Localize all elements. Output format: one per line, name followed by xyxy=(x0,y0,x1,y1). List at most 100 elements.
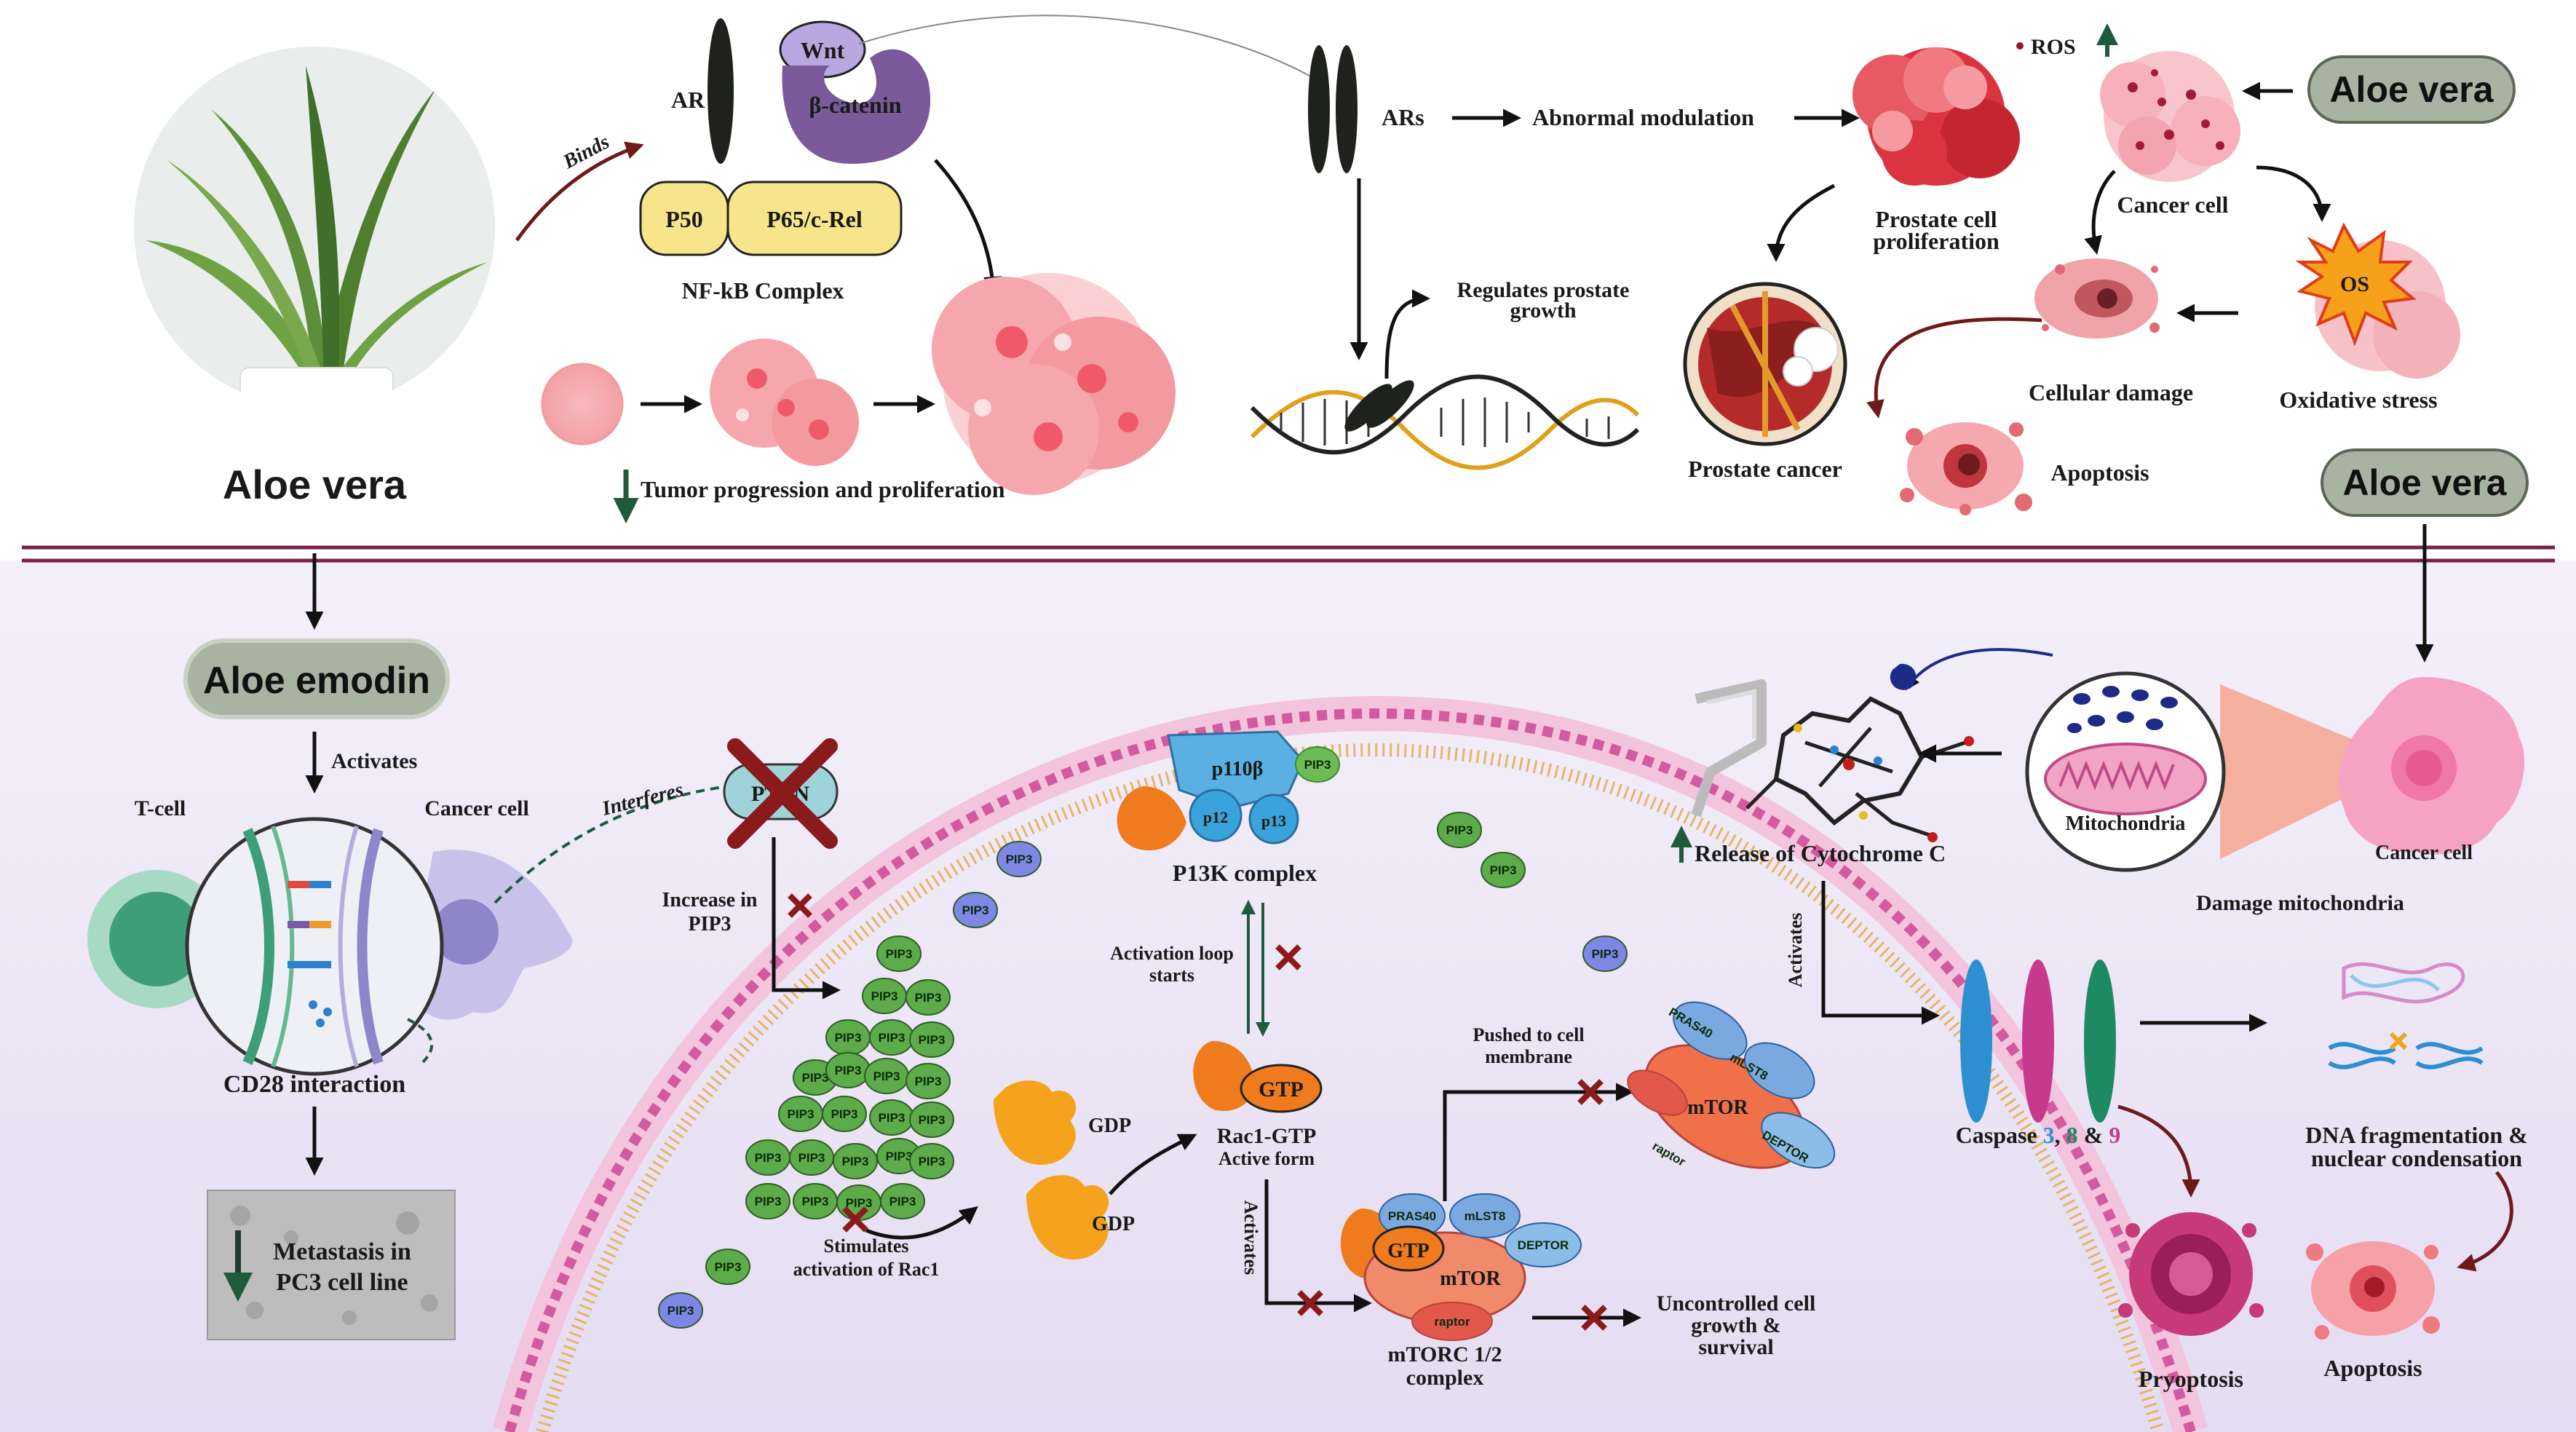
pip3-bubble: PIP3 xyxy=(833,1143,878,1179)
nfkb-label: NF-kB Complex xyxy=(681,277,844,304)
os-label: OS xyxy=(2340,272,2369,296)
caspase-to-pyroptosis-arrow xyxy=(2117,1104,2200,1198)
aloe-vera-tag-top xyxy=(2307,55,2516,124)
zoom-cone xyxy=(2220,684,2413,859)
p13-label: p13 xyxy=(1261,812,1286,830)
damage-to-apoptosis-arrow xyxy=(1866,317,2042,419)
pip3-label: PIP3 xyxy=(915,991,942,1005)
regulates-label-1: Regulates prostate xyxy=(1457,278,1630,302)
gdp-label-2: GDP xyxy=(1092,1213,1135,1235)
interaction-dash xyxy=(407,1018,434,1064)
pip3-bubble: PIP3 xyxy=(825,1019,871,1056)
tumor-arrow-1 xyxy=(934,159,1002,295)
pten-to-pip-arrow xyxy=(772,837,841,1000)
aloe-vera-tag-right xyxy=(2321,448,2529,517)
gdp-blob-1 xyxy=(994,1080,1077,1165)
pip3-bubble: PIP3 xyxy=(869,1019,914,1056)
pip3-label: PIP3 xyxy=(1446,823,1473,837)
apoptosis-cell-bottom xyxy=(2306,1241,2440,1340)
p50-label: P50 xyxy=(665,206,703,232)
activates-label-2: Activates xyxy=(1240,1200,1261,1275)
ros-label: ROS xyxy=(2031,35,2076,59)
apoptosis-cell-top xyxy=(1900,422,2032,515)
pip3-label: PIP3 xyxy=(715,1260,742,1274)
regulates-label-2: growth xyxy=(1510,298,1576,323)
mtorc-complex-upper xyxy=(1627,1001,1836,1169)
aloe-vera-tag-top-label: Aloe vera xyxy=(2329,69,2494,110)
caspase-label: Caspase 3, 8 & 9 xyxy=(1956,1122,2121,1148)
increase-label-2: PIP3 xyxy=(688,913,731,935)
p110b-label: p110β xyxy=(1212,758,1264,780)
rac1-label: Rac1-GTP xyxy=(1217,1124,1317,1148)
deptor-lower-label: DEPTOR xyxy=(1518,1238,1569,1252)
pip3-bubble: PIP3 xyxy=(909,1101,954,1138)
increase-label-1: Increase in xyxy=(662,889,758,911)
pip3-bubble: PIP3 xyxy=(880,1183,925,1219)
tcell-label: T-cell xyxy=(135,796,186,820)
cytochrome-c-structure xyxy=(1691,679,1974,842)
pip3-label: PIP3 xyxy=(879,1111,905,1125)
apoptosis-top-label: Apoptosis xyxy=(2050,459,2149,486)
pyroptosis-cell xyxy=(2118,1212,2264,1336)
p65-box xyxy=(726,181,903,256)
uncontrolled-label-2: growth & xyxy=(1691,1313,1781,1337)
pip3-bubble: PIP3 xyxy=(658,1292,703,1329)
cancer-to-os-arrow xyxy=(2256,165,2331,222)
pip3-bubble: PIP3 xyxy=(905,979,951,1016)
p65-label: P65/c-Rel xyxy=(766,206,863,232)
connector-line xyxy=(858,15,1318,81)
prostate-prolif-label-2: proliferation xyxy=(1873,228,2000,254)
pip3-bubble: PIP3 xyxy=(953,892,998,928)
prostate-cancer-label: Prostate cancer xyxy=(1688,456,1842,482)
metastasis-box xyxy=(207,1190,456,1340)
pip3-bubble: PIP3 xyxy=(864,1058,909,1094)
beta-catenin-label: β-catenin xyxy=(809,92,901,118)
pip3-label: PIP3 xyxy=(788,1107,815,1121)
pip3-label: PIP3 xyxy=(962,903,989,917)
metastasis-label-2: PC3 cell line xyxy=(276,1269,408,1296)
pip3-label: PIP3 xyxy=(802,1195,829,1209)
gdp-blob-2 xyxy=(1026,1175,1109,1259)
tumor-cell-small xyxy=(541,363,624,446)
pip3-label: PIP3 xyxy=(755,1151,782,1165)
tumor-cell-medium xyxy=(710,339,859,466)
pip3-label: PIP3 xyxy=(1006,853,1033,866)
pushed-label-2: membrane xyxy=(1485,1046,1572,1067)
p12-label: p12 xyxy=(1203,808,1228,826)
pip3-bubble: PIP3 xyxy=(825,1052,871,1088)
gtp-lower-label: GTP xyxy=(1387,1240,1430,1262)
raptor-lower-label: raptor xyxy=(1434,1315,1470,1329)
pras40-lower-label: PRAS40 xyxy=(1388,1209,1436,1223)
ar-label: AR xyxy=(671,87,705,113)
aloe-vera-label: Aloe vera xyxy=(223,462,407,507)
cytc-droplet xyxy=(1890,663,1917,690)
pip3-label: PIP3 xyxy=(842,1155,869,1168)
dna-label-2: nuclear condensation xyxy=(2311,1145,2522,1171)
cancer-cell-top-label: Cancer cell xyxy=(2117,191,2228,218)
pip3-label: PIP3 xyxy=(919,1155,946,1168)
wnt-label: Wnt xyxy=(801,37,845,63)
pi3k-label: P13K complex xyxy=(1173,860,1317,886)
mito-to-cytc-arrow xyxy=(1905,648,2053,691)
mtor-lower-label: mTOR xyxy=(1440,1267,1501,1290)
dna-to-apoptosis-arrow xyxy=(2457,1171,2513,1272)
activates-label-1: Activates xyxy=(331,749,417,773)
mitochondria-shape xyxy=(2044,686,2207,815)
pip3-bubble: PIP3 xyxy=(778,1096,823,1132)
stimulates-x xyxy=(842,1206,868,1233)
pten-cross xyxy=(727,738,838,849)
metastasis-texture xyxy=(230,1206,438,1325)
pushed-label-1: Pushed to cell xyxy=(1473,1024,1584,1045)
cancer-cell-left-label: Cancer cell xyxy=(424,796,529,820)
pip3-bubble: PIP3 xyxy=(793,1183,838,1219)
tumor-label: Tumor progression and proliferation xyxy=(641,476,1005,502)
uncontrolled-label-3: survival xyxy=(1698,1335,1773,1359)
caspase-8-shape xyxy=(2022,960,2054,1123)
pip3-bubble: PIP3 xyxy=(862,978,907,1014)
pip3-bubble: PIP3 xyxy=(705,1249,750,1285)
pip3-bubble: PIP3 xyxy=(909,1143,954,1179)
